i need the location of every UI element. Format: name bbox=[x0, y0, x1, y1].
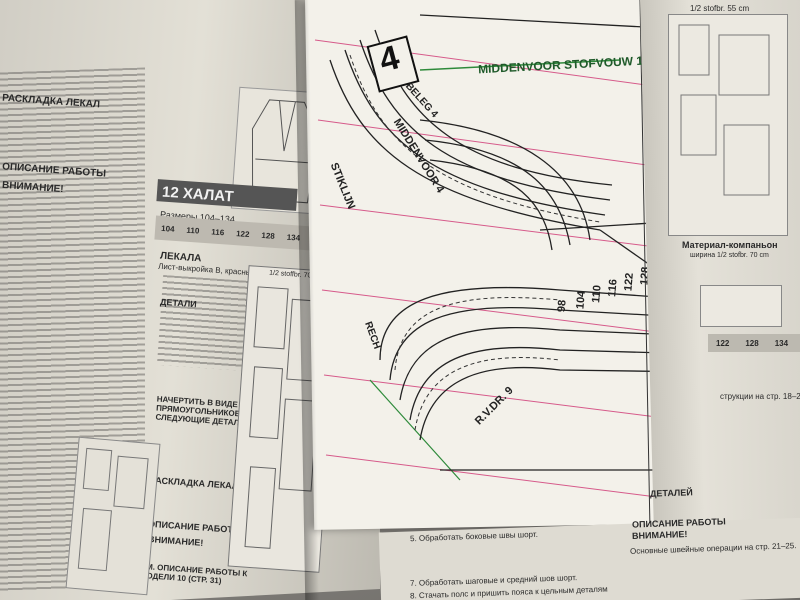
instructions-ref: струкции на стр. 18–21 bbox=[720, 392, 800, 401]
robe-drawing bbox=[251, 99, 318, 204]
size-num: 110 bbox=[590, 284, 604, 304]
size-num: 98 bbox=[555, 299, 569, 313]
shorts-diagram bbox=[700, 285, 782, 327]
layout-diagram: 1/2 stoffbr. 70 cm bbox=[227, 265, 341, 573]
right-size-cell: 122 bbox=[716, 338, 730, 348]
robe-illustration bbox=[230, 86, 337, 216]
right-size-table: 122 128 134 bbox=[708, 334, 800, 352]
right-size-cell: 134 bbox=[774, 338, 789, 348]
companion-label: Материал-компаньон bbox=[682, 240, 778, 250]
right-fabric-top: 1/2 stofbr. 55 cm bbox=[690, 4, 750, 13]
size-num: 122 bbox=[622, 272, 636, 292]
size-num: 104 bbox=[574, 290, 588, 310]
size-num: 116 bbox=[606, 278, 620, 298]
bottom-right-attention: ВНИМАНИЕ! bbox=[631, 529, 688, 541]
companion-fabric: ширина 1/2 stofbr. 70 cm bbox=[690, 252, 769, 259]
small-layout-diagram bbox=[65, 436, 161, 596]
bottom-word-detali: ДЕТАЛЕЙ bbox=[649, 487, 693, 499]
right-size-cell: 128 bbox=[745, 338, 759, 348]
layout-pieces bbox=[244, 286, 328, 549]
right-layout-diagram bbox=[668, 14, 788, 236]
